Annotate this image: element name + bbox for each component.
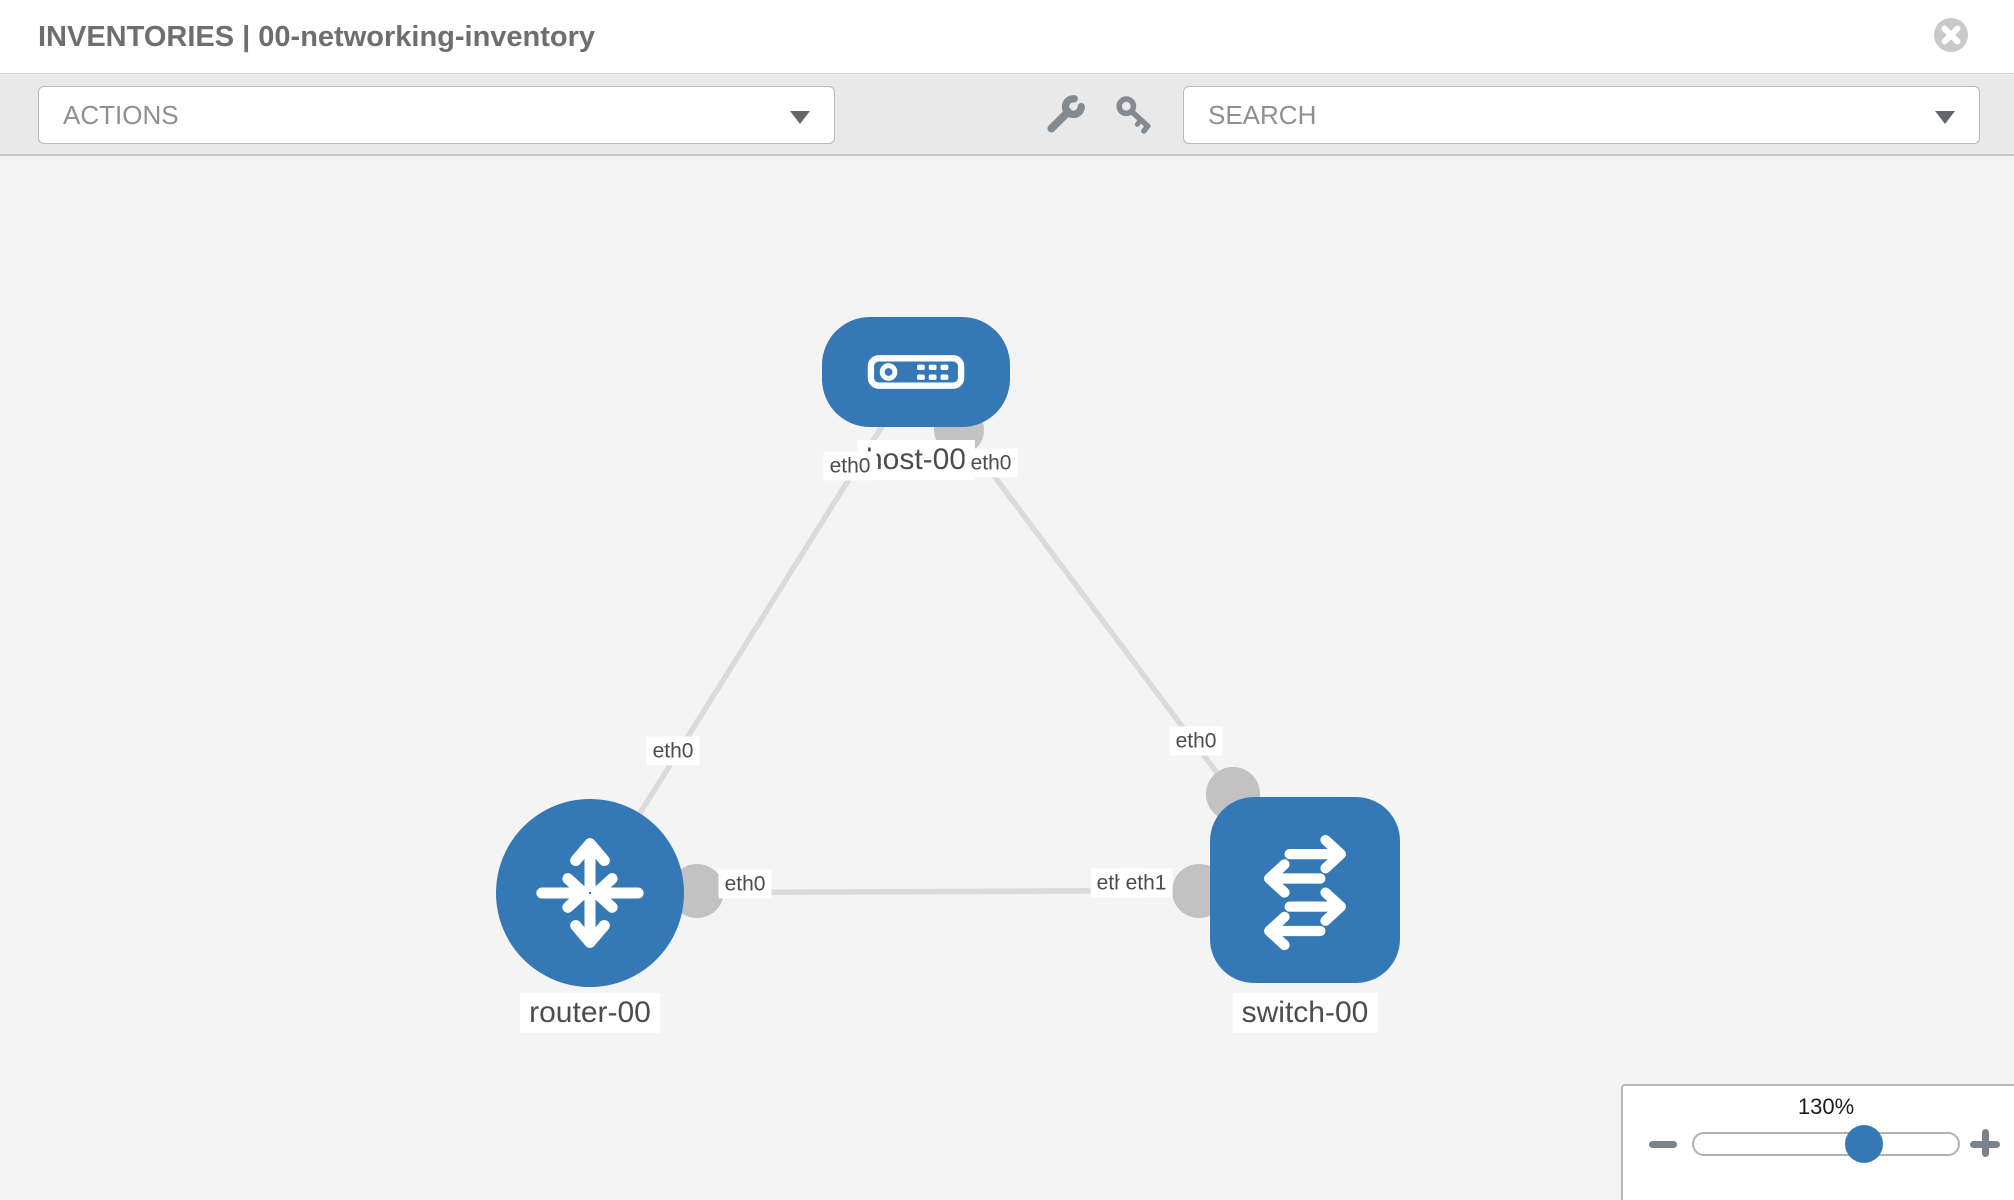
switch-icon <box>1264 834 1346 951</box>
search-dropdown[interactable]: SEARCH <box>1183 86 1980 144</box>
credentials-button[interactable] <box>1112 93 1156 142</box>
plus-icon <box>1981 1129 1989 1157</box>
node-switch-00[interactable] <box>1210 797 1400 983</box>
zoom-slider-thumb[interactable] <box>1845 1125 1884 1163</box>
close-button[interactable] <box>1933 17 1969 53</box>
zoom-in-button[interactable] <box>1969 1127 2000 1161</box>
wrench-icon <box>1047 95 1085 133</box>
interface-label: eth0 <box>964 448 1018 478</box>
node-host-00[interactable] <box>822 317 1010 427</box>
interface-label: eth0 <box>646 736 700 766</box>
key-icon <box>1116 96 1151 134</box>
minus-icon <box>1649 1141 1677 1148</box>
zoom-slider-track[interactable] <box>1692 1125 1960 1163</box>
node-label-host-00: host-00 <box>856 440 976 480</box>
router-icon <box>536 838 644 948</box>
toolbar: ACTIONS SEARCH <box>0 75 2014 156</box>
node-label-switch-00: switch-00 <box>1232 993 1378 1033</box>
interface-label: eth0 <box>823 451 877 481</box>
zoom-out-button[interactable] <box>1649 1138 1677 1152</box>
interface-label: eth0 <box>718 869 772 899</box>
node-router-00[interactable] <box>496 799 684 987</box>
host-icon <box>867 355 965 389</box>
close-icon <box>1934 18 1968 52</box>
search-dropdown-label: SEARCH <box>1208 99 1317 130</box>
zoom-level: 130% <box>1797 1094 1855 1119</box>
interface-port-circle <box>670 864 724 918</box>
zoom-panel: 130% <box>1621 1084 2014 1200</box>
page-title: INVENTORIES | 00-networking-inventory <box>38 21 596 53</box>
interface-label: eth0 <box>1169 726 1223 756</box>
configure-button[interactable] <box>1042 93 1088 144</box>
chevron-down-icon <box>790 111 810 124</box>
actions-dropdown-label: ACTIONS <box>63 99 179 130</box>
node-label-router-00: router-00 <box>520 993 660 1033</box>
interface-label: eth1 <box>1119 868 1173 898</box>
chevron-down-icon <box>1935 111 1955 124</box>
actions-dropdown[interactable]: ACTIONS <box>38 86 835 144</box>
header: INVENTORIES | 00-networking-inventory <box>0 0 2014 74</box>
